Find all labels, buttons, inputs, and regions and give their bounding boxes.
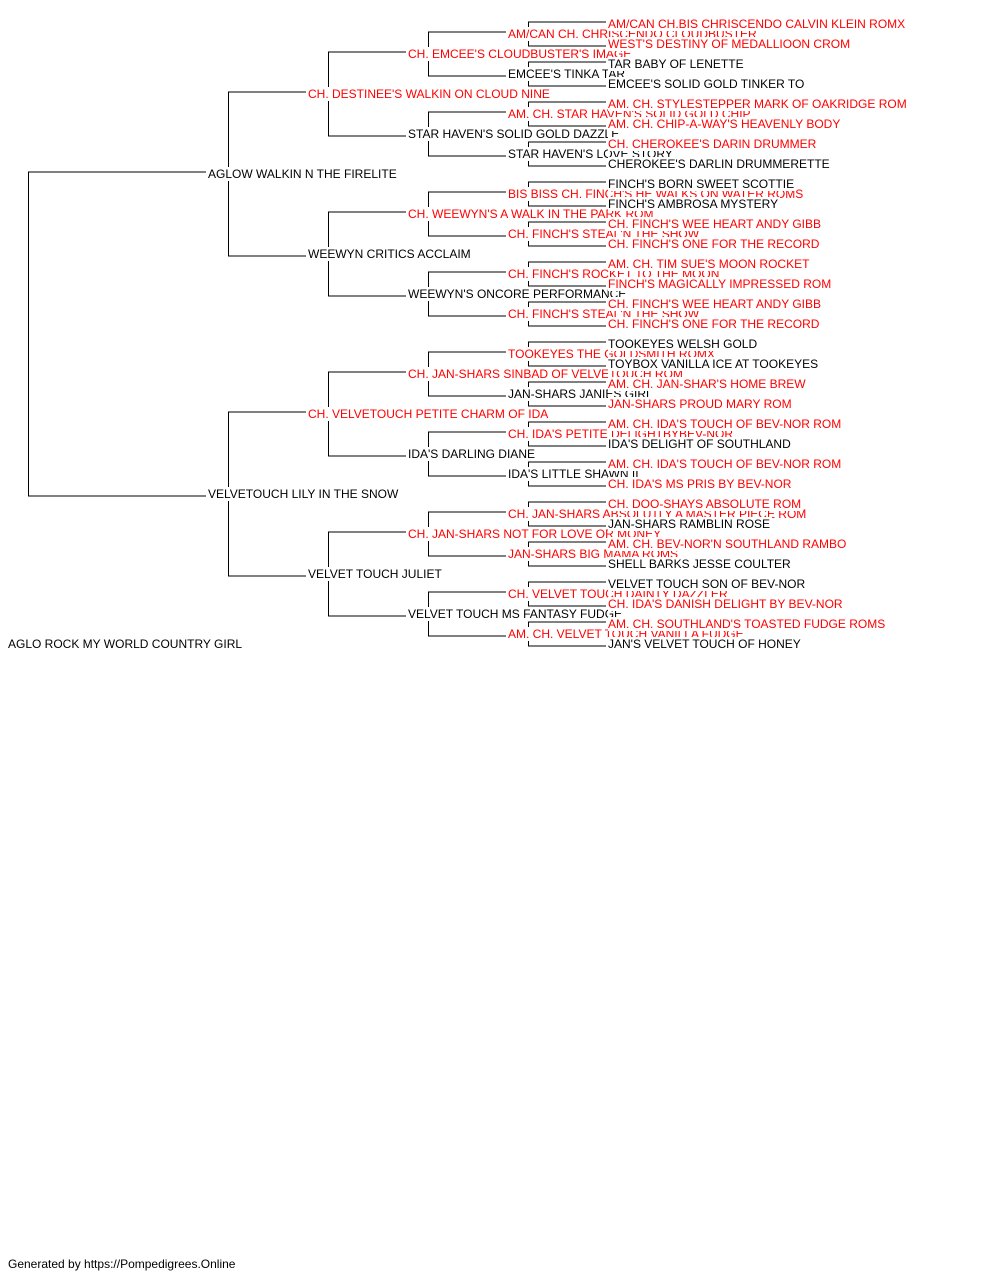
generated-by-footer: Generated by https://Pompedigrees.Online bbox=[8, 1257, 236, 1271]
great-grandparent-8: VELVET TOUCH MS FANTASY FUDGE bbox=[408, 606, 625, 621]
great-grandparent-6: IDA'S DARLING DIANE bbox=[408, 446, 537, 461]
great-grandparent-4: WEEWYN'S ONCORE PERFORMANCE bbox=[408, 286, 629, 301]
ggg-grandparent-27: AM. CH. BEV-NOR'N SOUTHLAND RAMBO bbox=[608, 536, 849, 551]
ggg-grandparent-26: JAN-SHARS RAMBLIN ROSE bbox=[608, 516, 773, 531]
ggg-grandparent-28: SHELL BARKS JESSE COULTER bbox=[608, 556, 793, 571]
grandparent-3: CH. VELVETOUCH PETITE CHARM OF IDA bbox=[308, 406, 551, 421]
great-grandparent-1: CH. EMCEE'S CLOUDBUSTER'S IMAGE bbox=[408, 46, 634, 61]
ggg-grandparent-8: CHEROKEE'S DARLIN DRUMMERETTE bbox=[608, 156, 832, 171]
ggg-grandparent-6: AM. CH. CHIP-A-WAY'S HEAVENLY BODY bbox=[608, 116, 843, 131]
ggg-grandparent-17: TOOKEYES WELSH GOLD bbox=[608, 336, 760, 351]
ggg-grandparent-24: CH. IDA'S MS PRIS BY BEV-NOR bbox=[608, 476, 794, 491]
ggg-grandparent-2: WEST'S DESTINY OF MEDALLIOON CROM bbox=[608, 36, 853, 51]
gg-grandparent-12: IDA'S LITTLE SHAWN II bbox=[508, 466, 641, 481]
grandparent-4: VELVET TOUCH JULIET bbox=[308, 566, 444, 581]
ggg-grandparent-14: FINCH'S MAGICALLY IMPRESSED ROM bbox=[608, 276, 834, 291]
grandparent-1: CH. DESTINEE'S WALKIN ON CLOUD NINE bbox=[308, 86, 552, 101]
ggg-grandparent-23: AM. CH. IDA'S TOUCH OF BEV-NOR ROM bbox=[608, 456, 844, 471]
ggg-grandparent-25: CH. DOO-SHAYS ABSOLUTE ROM bbox=[608, 496, 804, 511]
ggg-grandparent-19: AM. CH. JAN-SHAR'S HOME BREW bbox=[608, 376, 808, 391]
ggg-grandparent-5: AM. CH. STYLESTEPPER MARK OF OAKRIDGE RO… bbox=[608, 96, 909, 111]
ggg-grandparent-22: IDA'S DELIGHT OF SOUTHLAND bbox=[608, 436, 793, 451]
ggg-grandparent-20: JAN-SHARS PROUD MARY ROM bbox=[608, 396, 794, 411]
great-grandparent-3: CH. WEEWYN'S A WALK IN THE PARK ROM bbox=[408, 206, 656, 221]
great-grandparent-2: STAR HAVEN'S SOLID GOLD DAZZLE bbox=[408, 126, 622, 141]
parent-2: VELVETOUCH LILY IN THE SNOW bbox=[208, 486, 401, 501]
ggg-grandparent-11: CH. FINCH'S WEE HEART ANDY GIBB bbox=[608, 216, 823, 231]
ggg-grandparent-1: AM/CAN CH.BIS CHRISCENDO CALVIN KLEIN RO… bbox=[608, 16, 908, 31]
ggg-grandparent-7: CH. CHEROKEE'S DARIN DRUMMER bbox=[608, 136, 819, 151]
ggg-grandparent-13: AM. CH. TIM SUE'S MOON ROCKET bbox=[608, 256, 812, 271]
ggg-grandparent-12: CH. FINCH'S ONE FOR THE RECORD bbox=[608, 236, 822, 251]
ggg-grandparent-3: TAR BABY OF LENETTE bbox=[608, 56, 746, 71]
ggg-grandparent-29: VELVET TOUCH SON OF BEV-NOR bbox=[608, 576, 808, 591]
ggg-grandparent-31: AM. CH. SOUTHLAND'S TOASTED FUDGE ROMS bbox=[608, 616, 888, 631]
ggg-grandparent-32: JAN'S VELVET TOUCH OF HONEY bbox=[608, 636, 803, 651]
pedigree-root: AGLO ROCK MY WORLD COUNTRY GIRL bbox=[8, 637, 245, 651]
ggg-grandparent-21: AM. CH. IDA'S TOUCH OF BEV-NOR ROM bbox=[608, 416, 844, 431]
ggg-grandparent-4: EMCEE'S SOLID GOLD TINKER TO bbox=[608, 76, 807, 91]
ggg-grandparent-18: TOYBOX VANILLA ICE AT TOOKEYES bbox=[608, 356, 821, 371]
ggg-grandparent-10: FINCH'S AMBROSA MYSTERY bbox=[608, 196, 781, 211]
grandparent-2: WEEWYN CRITICS ACCLAIM bbox=[308, 246, 473, 261]
great-grandparent-7: CH. JAN-SHARS NOT FOR LOVE OR MONEY bbox=[408, 526, 664, 541]
ggg-grandparent-15: CH. FINCH'S WEE HEART ANDY GIBB bbox=[608, 296, 823, 311]
ggg-grandparent-30: CH. IDA'S DANISH DELIGHT BY BEV-NOR bbox=[608, 596, 845, 611]
gg-grandparent-2: EMCEE'S TINKA TAR bbox=[508, 66, 627, 81]
ggg-grandparent-9: FINCH'S BORN SWEET SCOTTIE bbox=[608, 176, 797, 191]
parent-1: AGLOW WALKIN N THE FIRELITE bbox=[208, 166, 399, 181]
ggg-grandparent-16: CH. FINCH'S ONE FOR THE RECORD bbox=[608, 316, 822, 331]
